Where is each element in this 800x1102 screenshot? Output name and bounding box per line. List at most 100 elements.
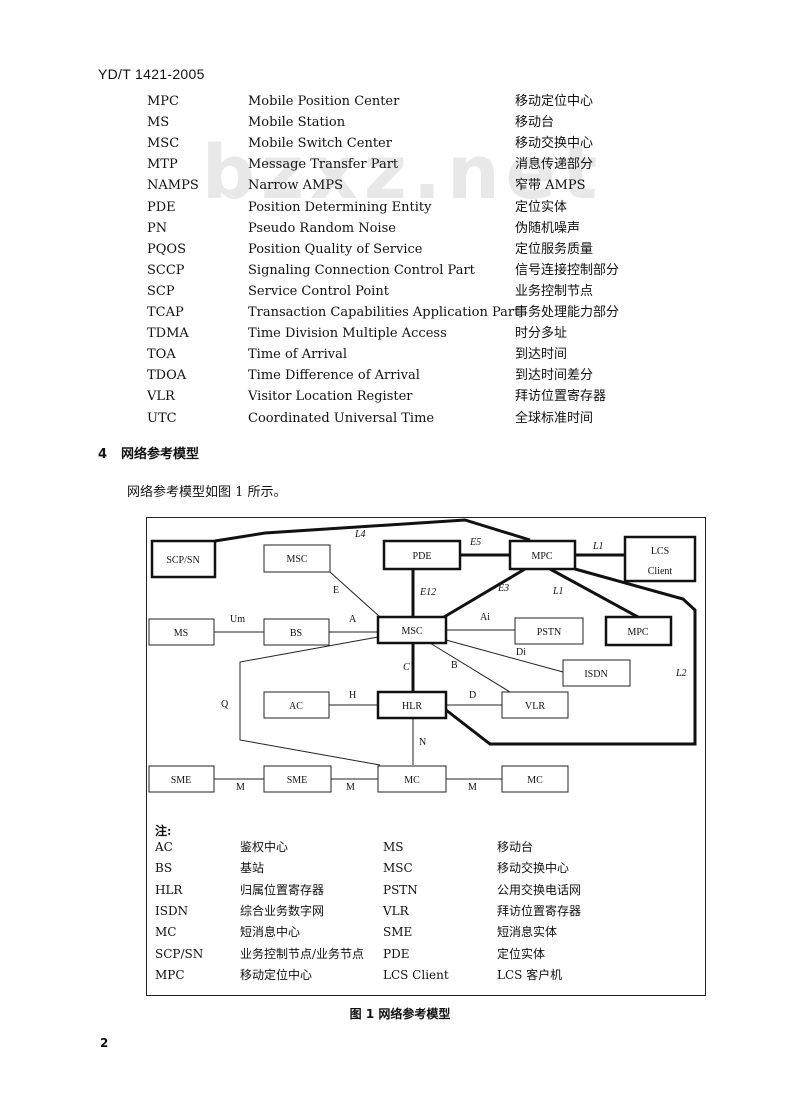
section-title: 网络参考模型: [121, 447, 200, 462]
abbreviation-term: SCCP: [147, 262, 185, 278]
label-q: Q: [221, 699, 229, 710]
page-number: 2: [100, 1036, 109, 1050]
abbreviation-term: TDOA: [147, 368, 187, 384]
legend-term: MSC: [383, 861, 413, 876]
thin-links: [214, 571, 564, 780]
abbreviation-english: Time Division Multiple Access: [248, 326, 447, 342]
node-msc-small: [263, 544, 331, 573]
abbreviation-english: Pseudo Random Noise: [248, 220, 396, 236]
abbreviation-term: TDMA: [147, 326, 189, 342]
node-mpc-right: [604, 615, 673, 647]
abbreviation-term: PDE: [147, 199, 176, 215]
label-n: N: [419, 737, 426, 748]
label-b: B: [451, 660, 458, 671]
label-e3: E3: [497, 583, 509, 594]
legend-term: HLR: [155, 882, 183, 897]
legend-meaning: 综合业务数字网: [240, 903, 325, 918]
label-e12: E12: [419, 587, 436, 598]
label-ai: Ai: [480, 612, 490, 623]
label-e5: E5: [469, 537, 481, 548]
abbreviation-english: Time of Arrival: [248, 347, 347, 363]
label-c: C: [403, 662, 410, 673]
link-q: [239, 636, 381, 766]
notes-title: 注:: [155, 824, 172, 838]
abbreviation-term: NAMPS: [147, 178, 199, 194]
label-a: A: [349, 614, 357, 625]
link-labels: L4 E5 L1 E12 E3 L1 L2 C: [354, 529, 687, 679]
node-ms: [148, 618, 215, 646]
node-mpc-top: [508, 539, 577, 571]
node-labels: SCP/SN MSC PDE MPC LCS Client MS BS MSC …: [166, 546, 672, 786]
label-e: E: [333, 585, 339, 596]
node-scp-sn: [150, 539, 217, 579]
abbreviation-chinese: 全球标准时间: [515, 410, 594, 426]
intro-paragraph: 网络参考模型如图 1 所示。: [127, 485, 287, 500]
legend-meaning: 定位实体: [497, 946, 546, 961]
label-mpc-top: MPC: [531, 551, 552, 562]
figure-caption: 图 1 网络参考模型: [349, 1007, 451, 1021]
legend-meaning: 移动台: [497, 840, 534, 854]
link-b: [429, 642, 511, 693]
abbreviation-chinese: 到达时间差分: [515, 368, 594, 384]
label-scp-sn: SCP/SN: [166, 555, 199, 566]
abbreviation-english: Position Quality of Service: [248, 241, 423, 257]
abbreviation-term: PN: [147, 220, 168, 236]
label-um: Um: [230, 614, 245, 625]
abbreviation-english: Position Determining Entity: [248, 199, 432, 215]
abbreviation-english: Signaling Connection Control Part: [248, 262, 475, 278]
abbreviation-chinese: 事务处理能力部分: [515, 305, 620, 320]
abbreviation-chinese: 消息传递部分: [515, 157, 594, 173]
legend-term: MPC: [155, 967, 185, 982]
abbreviation-chinese: 移动交换中心: [515, 136, 594, 152]
abbreviation-english: Time Difference of Arrival: [248, 368, 420, 384]
label-m2: M: [346, 782, 355, 793]
abbreviation-term: TCAP: [147, 305, 184, 320]
abbreviation-term: MTP: [147, 157, 178, 173]
node-bs: [263, 618, 330, 646]
link-e: [329, 571, 381, 618]
abbreviation-row: PDE Position Determining Entity 定位实体: [0, 197, 800, 218]
label-sme-left: SME: [171, 775, 192, 786]
document-code-header: YD/T 1421-2005: [98, 66, 205, 82]
legend-term: MC: [155, 925, 177, 940]
legend-term: ISDN: [155, 903, 189, 918]
abbreviation-english: Mobile Position Center: [248, 94, 400, 109]
abbreviation-chinese: 定位服务质量: [515, 241, 594, 257]
label-l4: L4: [354, 529, 366, 540]
legend-term: PDE: [383, 946, 410, 961]
node-lcs-client: [623, 535, 697, 583]
node-pstn: [514, 617, 584, 645]
abbreviation-term: VLR: [147, 389, 175, 405]
abbreviation-chinese: 定位实体: [515, 199, 568, 215]
label-l1-top: L1: [592, 541, 604, 552]
label-h: H: [349, 690, 356, 701]
abbreviation-chinese: 业务控制节点: [515, 283, 594, 299]
legend-term: AC: [155, 840, 173, 854]
legend-meaning: 拜访位置寄存器: [497, 903, 582, 918]
legend-term: PSTN: [383, 882, 418, 897]
abbreviation-chinese: 拜访位置寄存器: [515, 389, 607, 405]
label-ac: AC: [289, 701, 303, 712]
abbreviation-term: MPC: [147, 94, 180, 109]
thick-links: [214, 518, 697, 746]
legend-meaning: 鉴权中心: [240, 840, 289, 854]
